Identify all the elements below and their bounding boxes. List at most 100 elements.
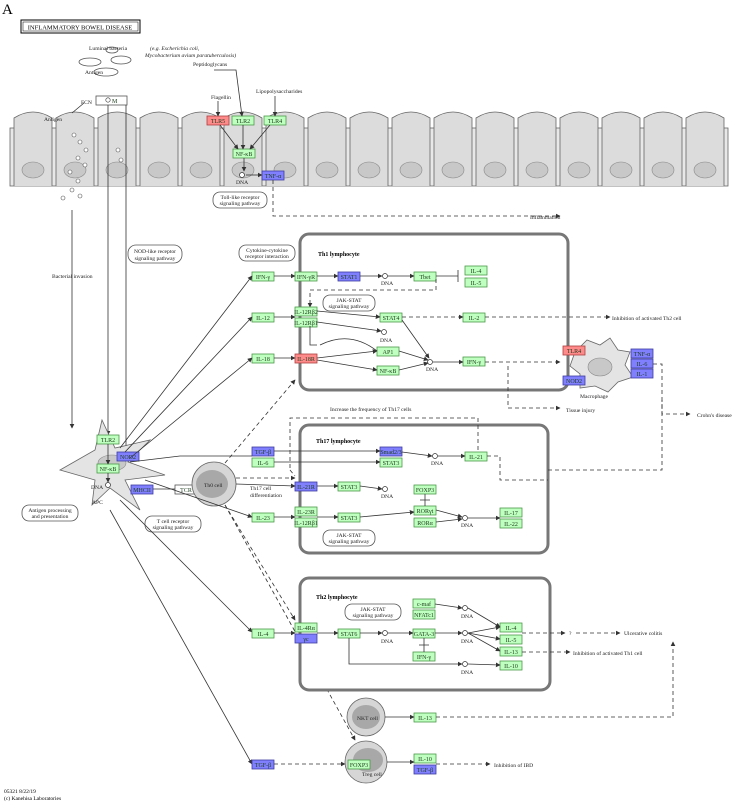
gene-tgfb-2[interactable]: TGF-β xyxy=(251,759,275,770)
gene-il4-out[interactable]: IL-4 xyxy=(499,622,523,633)
gene-stat3-b[interactable]: STAT3 xyxy=(337,481,361,492)
gene-il17[interactable]: IL-17 xyxy=(499,507,523,518)
gene-tlr5[interactable]: TLR5 xyxy=(206,115,230,126)
gene-nfkb-apc[interactable]: NF-κB xyxy=(96,463,120,474)
jak-stat-link-th17[interactable] xyxy=(322,529,376,547)
cytokine-pathway-link[interactable] xyxy=(238,244,296,262)
svg-text:TGF-β: TGF-β xyxy=(255,763,271,769)
dna-label-th17-b: DNA xyxy=(381,494,393,500)
svg-text:IL-13: IL-13 xyxy=(418,716,432,722)
svg-text:IL-21: IL-21 xyxy=(469,455,483,461)
tcr-pathway-label-2: signaling pathway xyxy=(153,525,194,531)
gene-il12rb1-th17[interactable]: IL-12Rβ1 xyxy=(294,517,318,528)
gene-nfkb-epithelial[interactable]: NF-κB xyxy=(232,148,256,159)
gene-il4-th1[interactable]: IL-4 xyxy=(464,265,488,276)
gene-stat3-th17[interactable]: STAT3 xyxy=(379,457,403,468)
svg-text:γc: γc xyxy=(302,637,309,643)
gene-il22[interactable]: IL-22 xyxy=(499,518,523,529)
jak-stat-label-2b: signaling pathway xyxy=(329,539,370,545)
gene-il23r[interactable]: IL-23R xyxy=(294,506,318,517)
gene-ifng-out[interactable]: IFN-γ xyxy=(462,356,486,367)
gene-il21[interactable]: IL-21 xyxy=(464,451,488,462)
gene-il2[interactable]: IL-2 xyxy=(462,312,486,323)
svg-text:IFN-γ: IFN-γ xyxy=(467,360,482,366)
gene-gata3[interactable]: GATA-3 xyxy=(412,628,436,639)
tlr-pathway-link[interactable] xyxy=(212,191,268,209)
gene-nfatc1[interactable]: NFATc1 xyxy=(412,609,436,620)
gene-il13-out[interactable]: IL-13 xyxy=(499,646,523,657)
gene-tlr4-macrophage[interactable]: TLR4 xyxy=(562,345,586,356)
gene-ifngr[interactable]: IFN-γR xyxy=(294,271,318,282)
gene-stat3-c[interactable]: STAT3 xyxy=(337,512,361,523)
gene-stat1[interactable]: STAT1 xyxy=(337,271,361,282)
gene-nfkb-th1[interactable]: NF-κB xyxy=(376,365,400,376)
svg-text:IL-13: IL-13 xyxy=(504,650,518,656)
th17-box-label: Th17 lymphocyte xyxy=(316,439,361,445)
gene-ror-gt[interactable]: RORγt xyxy=(413,505,437,516)
footer-line-2: (c) Kanehisa Laboratories xyxy=(4,795,61,802)
gene-tnfa-macrophage[interactable]: TNF-α xyxy=(630,348,654,359)
jak-stat-link-th1[interactable] xyxy=(322,294,376,312)
gene-tgfb[interactable]: TGF-β xyxy=(251,446,275,457)
antigen-label-top: Antigen xyxy=(85,70,103,76)
gene-il10-treg[interactable]: IL-10 xyxy=(413,753,437,764)
gene-il21r[interactable]: IL-21R xyxy=(294,481,318,492)
svg-text:IL-18: IL-18 xyxy=(256,357,270,363)
gene-tbet[interactable]: Tbet xyxy=(413,271,437,282)
gene-il12[interactable]: IL-12 xyxy=(251,312,275,323)
svg-text:STAT3: STAT3 xyxy=(383,461,400,467)
gene-ifng[interactable]: IFN-γ xyxy=(251,271,275,282)
gene-il23[interactable]: IL-23 xyxy=(251,512,275,523)
gene-foxp3-th17[interactable]: FOXP3 xyxy=(413,484,437,495)
fcn-label: FCN xyxy=(81,100,92,106)
gene-ror-a[interactable]: RORα xyxy=(413,517,437,528)
species-label-2: Mycobacterium avium paratuberculosis) xyxy=(144,52,236,59)
svg-text:STAT1: STAT1 xyxy=(341,275,358,281)
epithelial-nucleus xyxy=(525,161,549,179)
gene-il10-out[interactable]: IL-10 xyxy=(499,660,523,671)
nod-pathway-link[interactable] xyxy=(127,244,183,264)
species-label-1: (e.g. Escherichia coli, xyxy=(150,45,200,52)
gene-stat6[interactable]: STAT6 xyxy=(337,628,361,639)
gene-nod2-apc[interactable]: NOD2 xyxy=(116,451,140,462)
antigen-processing-link[interactable] xyxy=(21,504,79,522)
nkt-cell xyxy=(346,697,386,737)
gene-il12rb1[interactable]: IL-12Rβ1 xyxy=(294,317,318,328)
gene-il4ra[interactable]: IL-4Rα xyxy=(294,622,318,633)
gene-ifng-th2[interactable]: IFN-γ xyxy=(412,651,436,662)
gene-gc[interactable]: γc xyxy=(294,633,318,644)
gene-smad[interactable]: Smad2/3 xyxy=(379,446,403,457)
gene-stat4[interactable]: STAT4 xyxy=(379,312,403,323)
gene-il5-out[interactable]: IL-5 xyxy=(499,634,523,645)
gene-il18[interactable]: IL-18 xyxy=(251,353,275,364)
jak-stat-link-th2[interactable] xyxy=(344,603,402,621)
gene-ap1[interactable]: AP1 xyxy=(376,346,400,357)
epithelial-nucleus xyxy=(63,161,87,179)
gene-tgfb-treg[interactable]: TGF-β xyxy=(413,764,437,775)
gene-foxp3-treg[interactable]: FOXP3 xyxy=(347,759,371,770)
gene-il18r[interactable]: IL-18R xyxy=(294,353,318,364)
gene-tlr4-epithelial[interactable]: TLR4 xyxy=(263,115,287,126)
gene-il6[interactable]: IL-6 xyxy=(251,457,275,468)
tlr-pathway-label-2: signaling pathway xyxy=(220,201,261,207)
gene-il1-macrophage[interactable]: IL-1 xyxy=(630,368,654,379)
svg-text:NF-κB: NF-κB xyxy=(236,152,253,158)
gene-il4[interactable]: IL-4 xyxy=(251,628,275,639)
gene-il12rb2[interactable]: IL-12Rβ2 xyxy=(294,306,318,317)
gene-tlr2-epithelial[interactable]: TLR2 xyxy=(231,115,255,126)
svg-text:RORα: RORα xyxy=(417,521,433,527)
svg-text:IL-10: IL-10 xyxy=(504,664,518,670)
gene-mhcii[interactable]: MHCII xyxy=(130,484,154,495)
gene-cmaf[interactable]: c-maf xyxy=(412,598,436,609)
gene-il6-macrophage[interactable]: IL-6 xyxy=(630,358,654,369)
antigen-proc-label-1: Antigen processing xyxy=(28,508,72,514)
apc-label: APC xyxy=(92,500,103,506)
gene-tlr2-apc[interactable]: TLR2 xyxy=(96,434,120,445)
gene-tnfa-epithelial[interactable]: TNF-α xyxy=(261,170,285,181)
gene-nod2-macrophage[interactable]: NOD2 xyxy=(562,375,586,386)
gene-il5-th1[interactable]: IL-5 xyxy=(464,277,488,288)
tcr-pathway-link[interactable] xyxy=(144,515,202,533)
gene-il13-nkt[interactable]: IL-13 xyxy=(413,712,437,723)
fcn-receptor xyxy=(95,95,128,106)
jak-stat-label-2a: JAK-STAT xyxy=(336,533,362,539)
